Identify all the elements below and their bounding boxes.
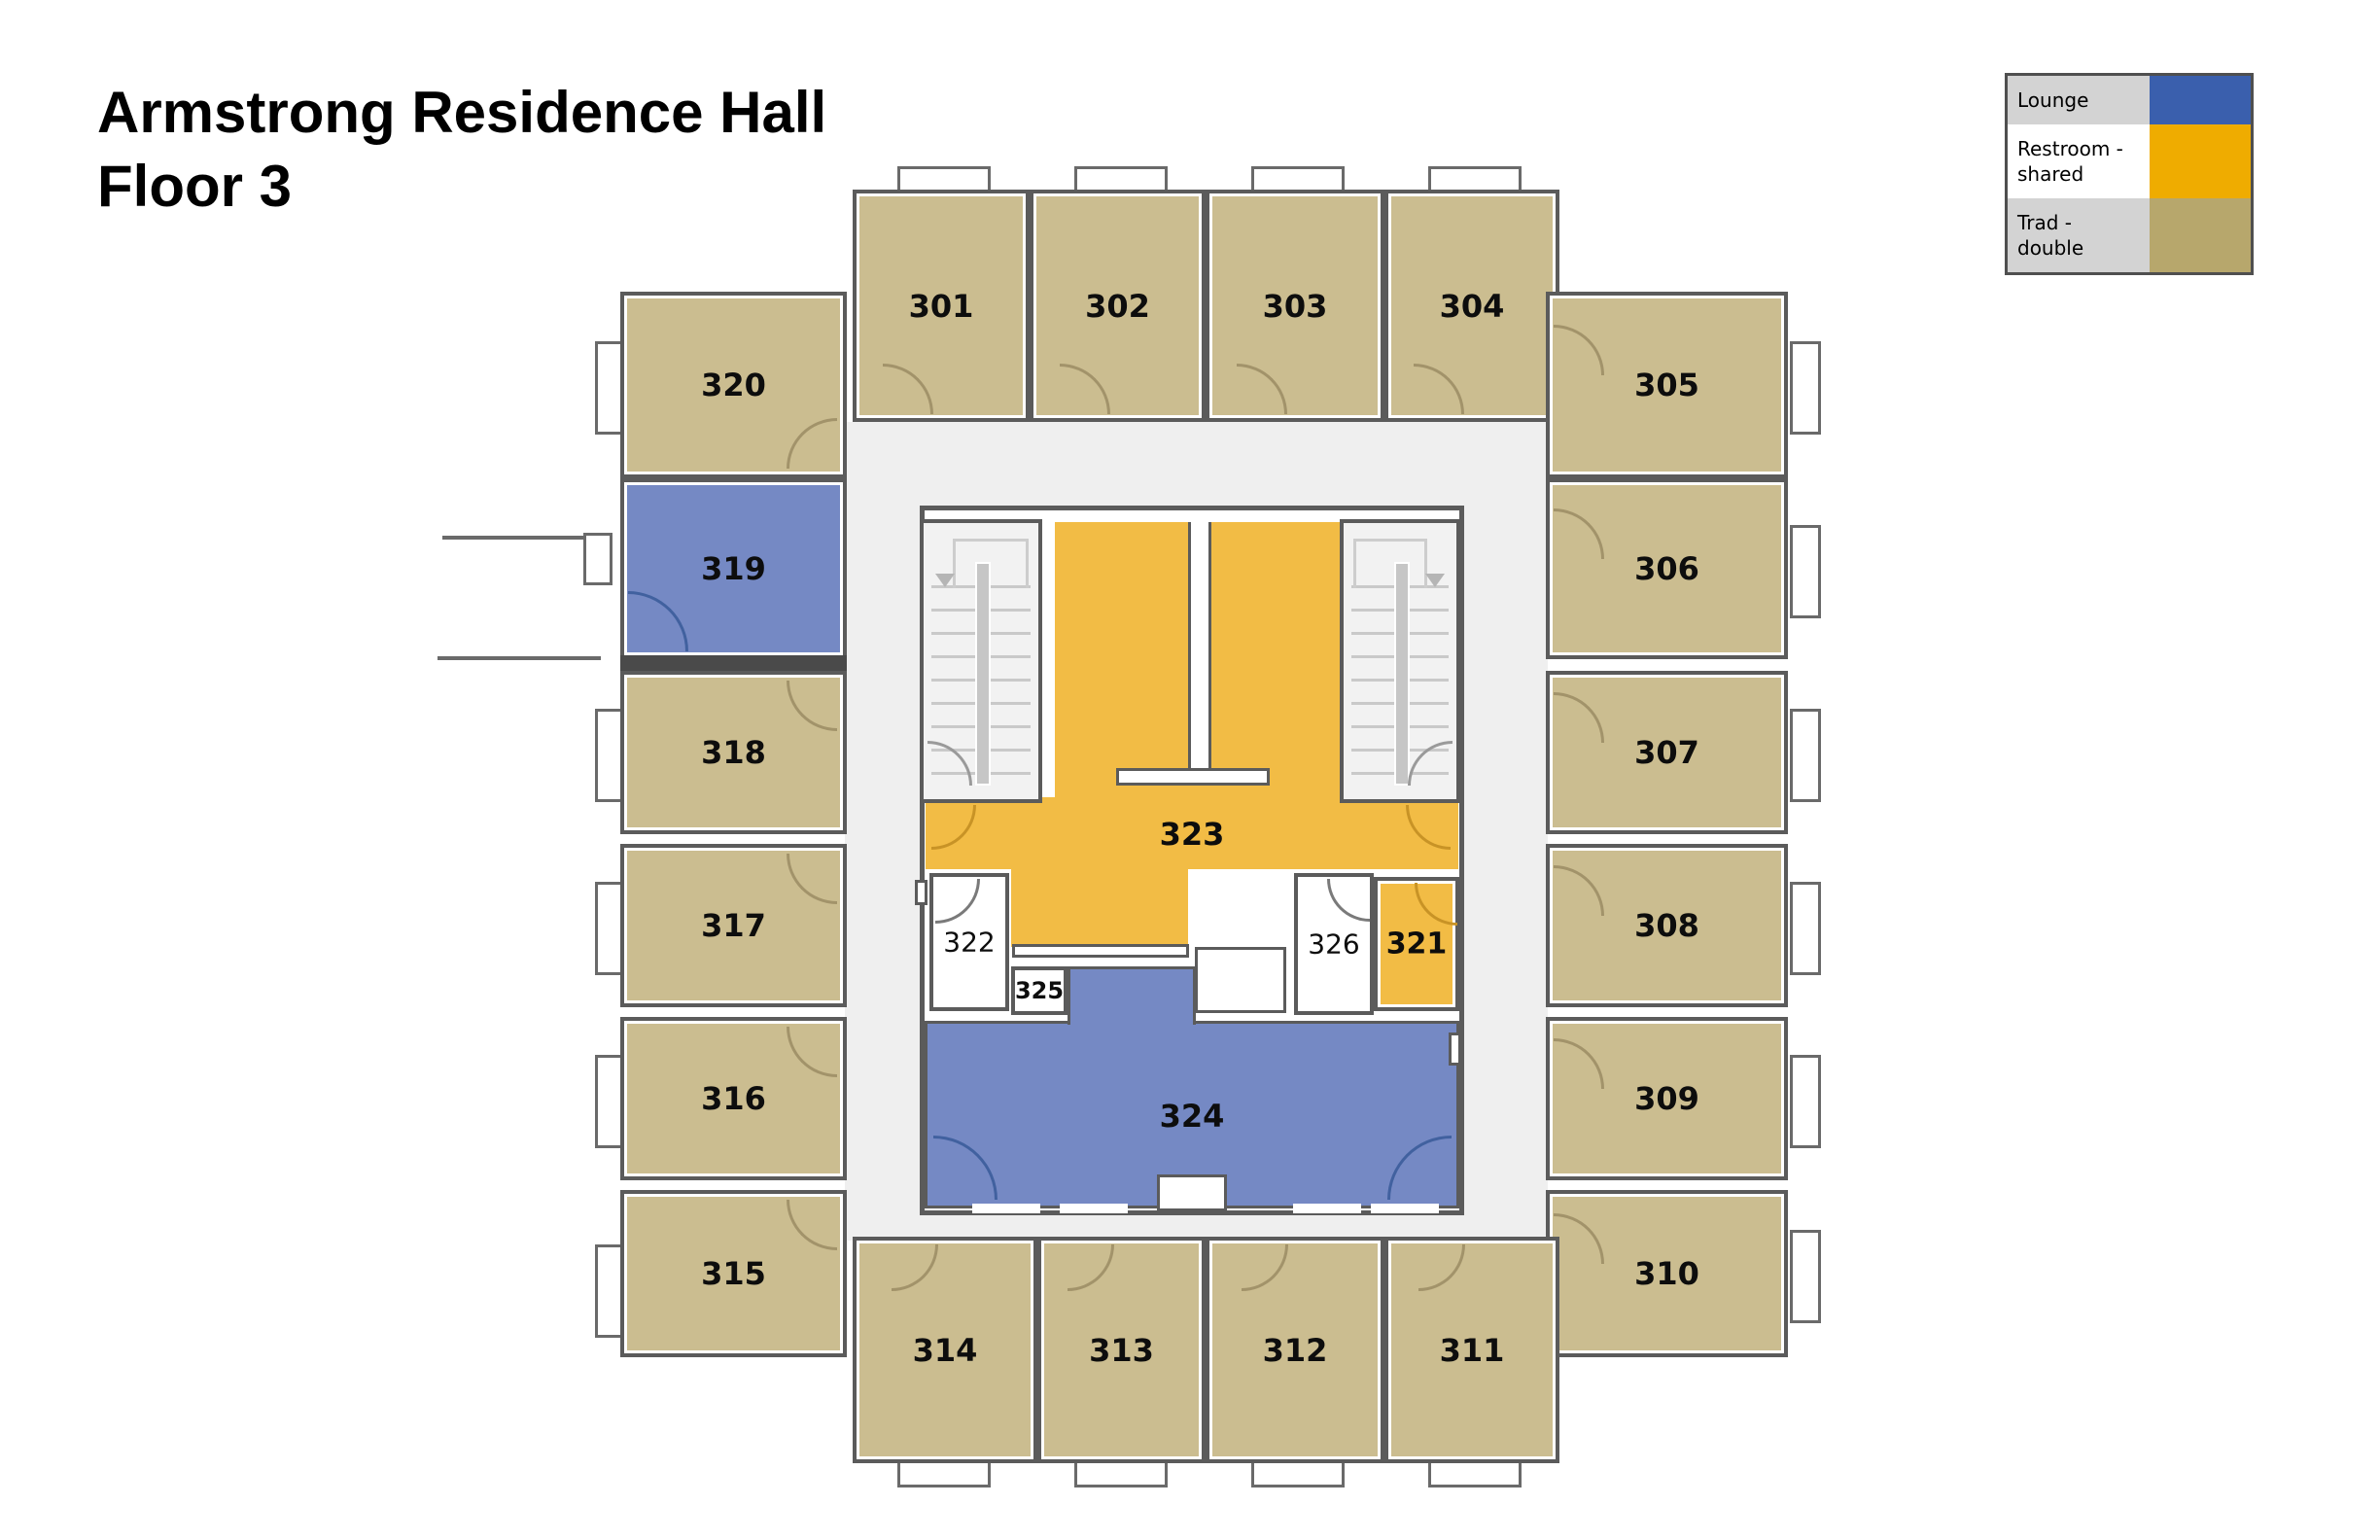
room-label-325: 325 (1014, 977, 1065, 1004)
window (972, 1204, 1040, 1213)
room-label-315: 315 (701, 1255, 766, 1292)
legend-color-swatch (2150, 198, 2251, 272)
room-label-324: 324 (1159, 1098, 1225, 1135)
stair-down-arrow-icon (935, 574, 955, 587)
room-306 (1546, 478, 1788, 659)
legend-color-swatch (2150, 124, 2251, 198)
window-bay (1790, 882, 1821, 975)
room-323-area (1188, 784, 1211, 803)
legend-item-trad-double: Trad - double (2008, 198, 2251, 272)
window-bay (1790, 1230, 1821, 1323)
room-label-310: 310 (1634, 1255, 1699, 1292)
room-label-326: 326 (1308, 928, 1360, 961)
room-label-313: 313 (1089, 1331, 1154, 1369)
room-label-312: 312 (1262, 1331, 1328, 1369)
room-label-309: 309 (1634, 1080, 1699, 1117)
wall-fixture (1449, 1032, 1461, 1066)
stairwell-right (1340, 519, 1460, 803)
room-label-321: 321 (1385, 927, 1448, 962)
room-label-302: 302 (1085, 287, 1150, 325)
room-323-area (1011, 867, 1188, 947)
floor-name: Floor 3 (97, 154, 293, 219)
room-label-322: 322 (943, 926, 996, 959)
room-label-301: 301 (908, 287, 974, 325)
window-bay (1790, 525, 1821, 618)
room-323-area (1211, 522, 1340, 806)
room-313 (1037, 1237, 1206, 1463)
room-label-323: 323 (1159, 816, 1225, 853)
room-label-306: 306 (1634, 550, 1699, 587)
room-label-307: 307 (1634, 734, 1699, 771)
room-301 (853, 190, 1030, 422)
stairwell-left (920, 519, 1042, 803)
wall-fixture (915, 880, 928, 905)
building-name: Armstrong Residence Hall (97, 80, 827, 145)
room-label-303: 303 (1262, 287, 1328, 325)
stair-railing (1353, 539, 1427, 588)
window (1371, 1204, 1439, 1213)
room-312 (1206, 1237, 1384, 1463)
wall-slot (1188, 522, 1211, 770)
counter (1012, 944, 1189, 958)
stair-rail (975, 562, 991, 786)
room-label-316: 316 (701, 1080, 766, 1117)
room-317 (620, 844, 847, 1007)
room-label-317: 317 (701, 907, 766, 944)
room-305 (1546, 292, 1788, 478)
legend-color-swatch (2150, 76, 2251, 124)
room-302 (1030, 190, 1206, 422)
room-label-311: 311 (1439, 1331, 1505, 1369)
room-323-area (926, 797, 1458, 869)
entry-walkway-line (442, 536, 598, 540)
room-324-area (1068, 966, 1196, 1025)
room-label-304: 304 (1439, 287, 1505, 325)
room-label-308: 308 (1634, 907, 1699, 944)
stair-down-arrow-icon (1425, 574, 1445, 587)
room-label-318: 318 (701, 734, 766, 771)
room-323-area (1055, 522, 1188, 806)
room-label-305: 305 (1634, 367, 1699, 403)
window (1293, 1204, 1361, 1213)
room-303 (1206, 190, 1384, 422)
legend-item-restroom-shared: Restroom - shared (2008, 124, 2251, 198)
window-bay (1790, 341, 1821, 435)
legend-label: Lounge (2017, 88, 2089, 112)
legend-label: Trad - double (2017, 211, 2084, 260)
stair-rail (1394, 562, 1410, 786)
room-325 (1011, 966, 1068, 1015)
room-label-320: 320 (701, 367, 766, 403)
room-308 (1546, 844, 1788, 1007)
room-311 (1384, 1237, 1559, 1463)
legend-item-lounge: Lounge (2008, 76, 2251, 124)
legend-label: Restroom - shared (2017, 137, 2123, 186)
table (1157, 1174, 1227, 1211)
partition (1116, 768, 1270, 786)
entry-vestibule (583, 533, 612, 585)
wall-segment (620, 655, 847, 671)
window-bay (1790, 1055, 1821, 1148)
entry-walkway-line (438, 656, 601, 660)
room-label-314: 314 (912, 1331, 978, 1369)
window (1060, 1204, 1128, 1213)
window-bay (1790, 709, 1821, 802)
utility-closet (1195, 947, 1286, 1013)
page-title: Armstrong Residence Hall Floor 3 (97, 76, 826, 224)
room-307 (1546, 671, 1788, 834)
room-309 (1546, 1017, 1788, 1180)
room-label-319: 319 (701, 550, 766, 587)
stair-railing (953, 539, 1029, 588)
room-314 (853, 1237, 1037, 1463)
